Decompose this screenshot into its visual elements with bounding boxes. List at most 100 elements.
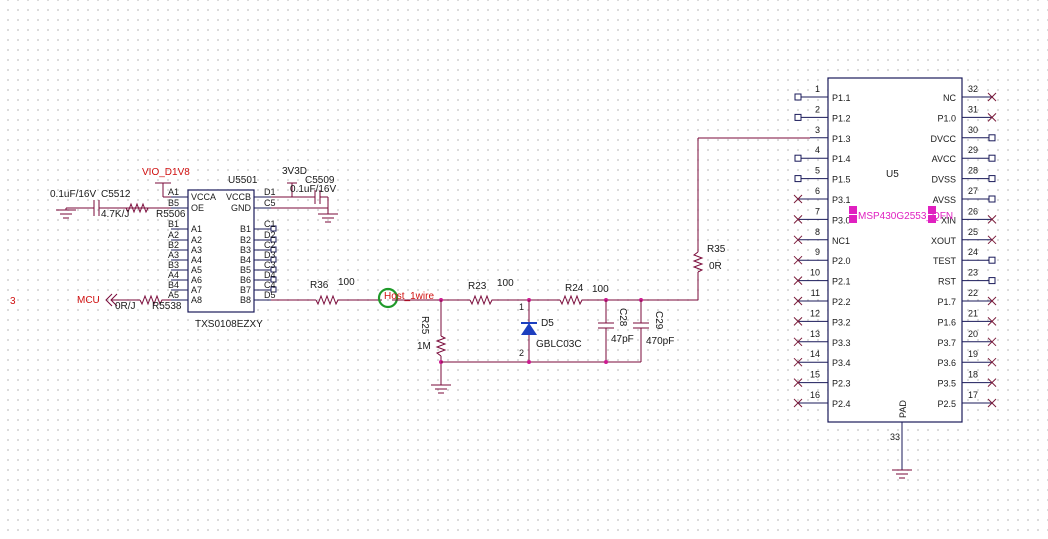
c5509-capacitor[interactable]: C5509 0.1uF/16V — [271, 175, 336, 214]
r36-resistor[interactable]: R36 100 — [271, 277, 382, 306]
c28-value: 47pF — [611, 334, 634, 345]
host-1wire-net[interactable]: Host_1wire — [377, 287, 470, 309]
u5501-open-port[interactable] — [270, 266, 277, 273]
u5-pin-2-port[interactable] — [794, 113, 802, 121]
u5-pin-p1-5[interactable]: 5P1.5 — [794, 166, 851, 185]
d5-tvs-diode[interactable]: 1 2 D5 GBLC03C — [519, 298, 582, 362]
u5501-open-port[interactable] — [270, 246, 277, 253]
c29-capacitor[interactable]: C29 470pF — [633, 298, 674, 362]
r35-resistor[interactable]: R35 0R — [692, 137, 810, 300]
pin-name: P2.4 — [832, 399, 851, 409]
u5501-open-port[interactable] — [270, 276, 277, 283]
u5501-open-port[interactable] — [270, 225, 277, 232]
u5-pin-p1-3[interactable]: 3P1.3 — [810, 125, 851, 144]
u5-pin-4-port[interactable] — [794, 154, 802, 162]
mcu-net-port[interactable]: MCU — [77, 293, 140, 307]
u5501-open-port[interactable] — [270, 286, 277, 293]
u5-pin-27-port[interactable] — [988, 195, 996, 203]
pin-name: P3.7 — [937, 338, 956, 348]
r5538-resistor[interactable]: 0R/J R5538 — [115, 294, 182, 312]
selection-handle-left-lower[interactable] — [849, 215, 857, 223]
u5-pin-30-port[interactable] — [988, 134, 996, 142]
r5506-resistor[interactable]: 4.7K/J R5506 — [101, 202, 186, 220]
u5-pin-p3-0[interactable]: 7P3.0 — [793, 206, 851, 225]
vio-power-net[interactable]: VIO_D1V8 — [142, 167, 190, 198]
selection-handle-left-upper[interactable] — [849, 206, 857, 214]
pin-name: XOUT — [931, 236, 957, 246]
c28-capacitor[interactable]: C28 47pF — [598, 298, 634, 362]
pin-number: 31 — [968, 104, 978, 114]
u5-pin-1-port[interactable] — [794, 93, 802, 101]
r24-resistor[interactable]: R24 100 — [559, 283, 698, 306]
u5501-open-port[interactable] — [270, 236, 277, 243]
u5501-open-port[interactable] — [270, 256, 277, 263]
selection-handle-right-lower[interactable] — [928, 215, 936, 223]
u5-pin-19-noconnect-mark — [987, 357, 997, 367]
r23-resistor[interactable]: R23 100 — [468, 278, 560, 306]
pin-number: 9 — [815, 247, 820, 257]
u5-pin-p2-0[interactable]: 9P2.0 — [793, 247, 851, 266]
u5-pin-24-port[interactable] — [988, 256, 996, 264]
u5-pin-5-port[interactable] — [794, 175, 802, 183]
d5-value: GBLC03C — [536, 339, 582, 350]
u5-pin-p3-1[interactable]: 6P3.1 — [793, 186, 851, 205]
u5-pin-28-port[interactable] — [988, 175, 996, 183]
u5-pin-29-port[interactable] — [988, 154, 996, 162]
pin-name: VCCB — [226, 192, 251, 202]
v3-power-net[interactable]: 3V3D — [271, 166, 315, 198]
u5-pin-p1-4[interactable]: 4P1.4 — [794, 145, 851, 164]
u5-pin-p1-1[interactable]: 1P1.1 — [794, 84, 851, 103]
r25-resistor[interactable]: R25 1M — [417, 298, 447, 385]
u5-pin-p1-2[interactable]: 2P1.2 — [794, 104, 851, 123]
u5-msp430[interactable]: U5 1P1.12P1.23P1.34P1.45P1.56P3.17P3.08N… — [793, 77, 997, 470]
selection-handle-right-upper[interactable] — [928, 206, 936, 214]
u5-pin-23-port[interactable] — [988, 277, 996, 285]
